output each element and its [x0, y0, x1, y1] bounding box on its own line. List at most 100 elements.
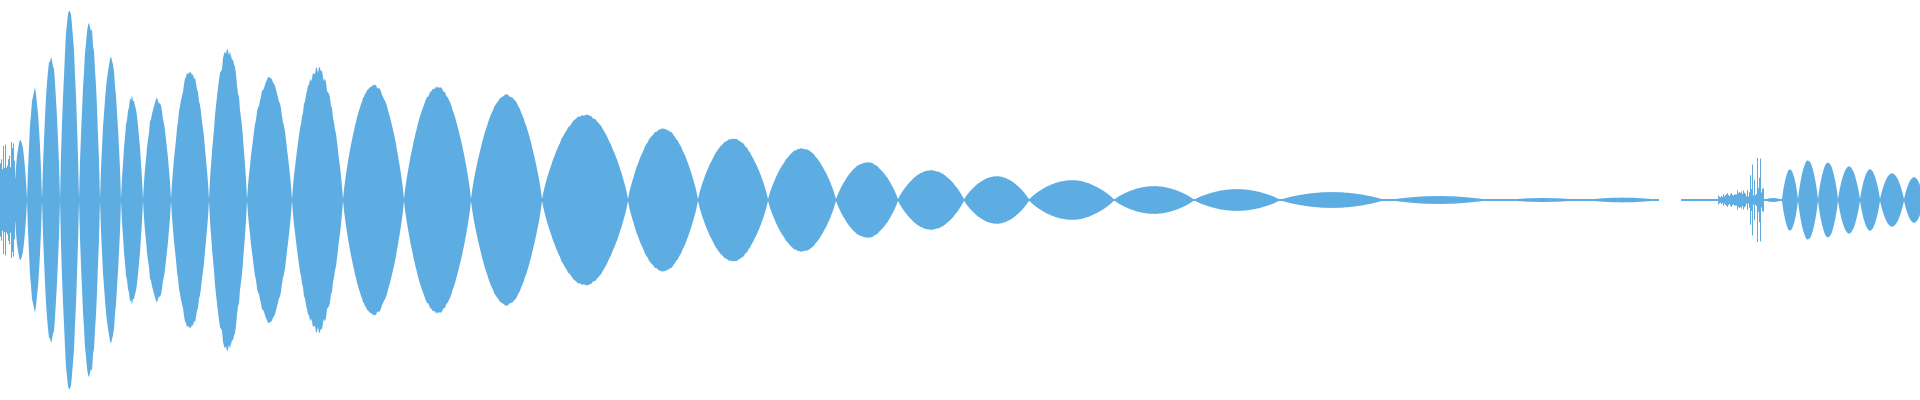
waveform-noise-sample [1727, 193, 1728, 207]
waveform-baseline [0, 195, 1, 205]
waveform-noise-sample [1756, 193, 1757, 207]
waveform-lobe [42, 56, 60, 344]
waveform-lobe [100, 56, 121, 344]
waveform-lobe [79, 22, 100, 378]
waveform-lobe [898, 170, 964, 230]
waveform-noise-sample [1761, 192, 1762, 208]
waveform-lobe [121, 95, 143, 305]
waveform-noise-sample [1718, 195, 1719, 205]
waveform-noise-sample [1738, 193, 1739, 207]
waveform-noise-sample [1723, 194, 1724, 206]
waveform-noise-sample [1736, 194, 1737, 206]
waveform-noise-sample [1757, 157, 1758, 243]
waveform-noise-sample [2, 169, 3, 231]
waveform-lobe [247, 77, 292, 323]
waveform-noise-sample [1746, 196, 1747, 204]
waveform-lobes [14, 10, 1920, 390]
waveform-noise-sample [1750, 175, 1751, 225]
waveform-noise [0, 141, 1764, 259]
waveform-lobe [542, 114, 628, 286]
waveform-noise-sample [1752, 164, 1753, 236]
waveform-noise-sample [1745, 193, 1746, 207]
waveform-noise-sample [1743, 190, 1744, 210]
waveform-noise-sample [1763, 188, 1764, 212]
waveform-noise-sample [1739, 192, 1740, 208]
waveform-noise-sample [1726, 194, 1727, 206]
waveform-noise-sample [1751, 188, 1752, 212]
waveform-lobe [292, 66, 343, 334]
waveform-lobe [27, 87, 42, 313]
waveform-noise-sample [1740, 192, 1741, 208]
waveform-noise-sample [1755, 195, 1756, 205]
waveform-lobe [1860, 169, 1880, 231]
waveform-silence [1280, 199, 1390, 201]
waveform-noise-sample [1729, 196, 1730, 204]
waveform-noise-sample [1720, 197, 1721, 203]
waveform-lobe [1782, 169, 1798, 231]
waveform-noise-sample [1734, 194, 1735, 206]
waveform-lobe [471, 94, 542, 306]
waveform-lobe [1838, 166, 1860, 234]
waveform-lobe [60, 10, 79, 390]
waveform-noise-sample [3, 146, 4, 254]
waveform-noise-sample [1753, 195, 1754, 205]
waveform-lobe [14, 139, 27, 261]
waveform-noise-sample [1754, 179, 1755, 221]
waveform-lobe [768, 148, 836, 252]
waveform-noise-sample [1759, 177, 1760, 223]
waveform-lobe [404, 86, 471, 314]
waveform-lobe [209, 48, 247, 352]
waveform-noise-sample [9, 155, 10, 245]
waveform-lobe [1586, 197, 1659, 203]
waveform-noise-sample [11, 141, 12, 259]
waveform-lobe [1904, 177, 1920, 223]
waveform-noise-sample [1, 159, 2, 241]
waveform-lobe [1029, 180, 1114, 220]
waveform-noise-sample [1731, 193, 1732, 207]
waveform-lobe [698, 138, 768, 262]
waveform-lobe [1506, 198, 1580, 202]
waveform-lobe [1764, 198, 1782, 202]
waveform-lobe [343, 84, 404, 316]
waveform-noise-sample [1748, 196, 1749, 204]
waveform-noise-sample [12, 148, 13, 252]
waveform-lobe [1114, 186, 1194, 214]
waveform-noise-sample [15, 178, 16, 222]
waveform-lobe [628, 128, 698, 272]
waveform-noise-sample [4, 167, 5, 233]
waveform-noise-sample [1732, 195, 1733, 205]
waveform-noise-sample [1735, 194, 1736, 206]
waveform-noise-sample [1733, 195, 1734, 205]
waveform-noise-sample [5, 144, 6, 256]
waveform-noise-sample [1744, 192, 1745, 208]
waveform-noise-sample [1760, 158, 1761, 242]
waveform-lobe [171, 72, 209, 328]
waveform-noise-sample [1725, 194, 1726, 206]
waveform-lobe [1880, 173, 1904, 227]
waveform-noise-sample [10, 167, 11, 233]
waveform-lobe [1798, 160, 1818, 240]
waveform-noise-sample [1762, 189, 1763, 211]
waveform-noise-sample [1724, 196, 1725, 204]
waveform-noise-sample [1742, 193, 1743, 207]
waveform-noise-sample [1719, 196, 1720, 204]
waveform-noise-sample [14, 160, 15, 240]
waveform-lobe [1390, 196, 1488, 204]
waveform-lobe [964, 176, 1029, 224]
waveform-noise-sample [13, 143, 14, 257]
waveform-noise-sample [1722, 196, 1723, 204]
waveform-noise-sample [7, 165, 8, 235]
waveform-lobe [1194, 189, 1280, 211]
waveform-noise-sample [1741, 191, 1742, 209]
waveform-noise-sample [1730, 194, 1731, 206]
waveform-noise-sample [1728, 195, 1729, 205]
waveform-lobe [143, 97, 171, 303]
waveform-noise-sample [1737, 190, 1738, 210]
waveform-noise-sample [1749, 192, 1750, 208]
waveform-silence [1580, 199, 1586, 201]
waveform-lobe [1818, 162, 1838, 238]
waveform-noise-sample [8, 159, 9, 241]
waveform-noise-sample [6, 167, 7, 233]
waveform-noise-sample [1721, 195, 1722, 205]
